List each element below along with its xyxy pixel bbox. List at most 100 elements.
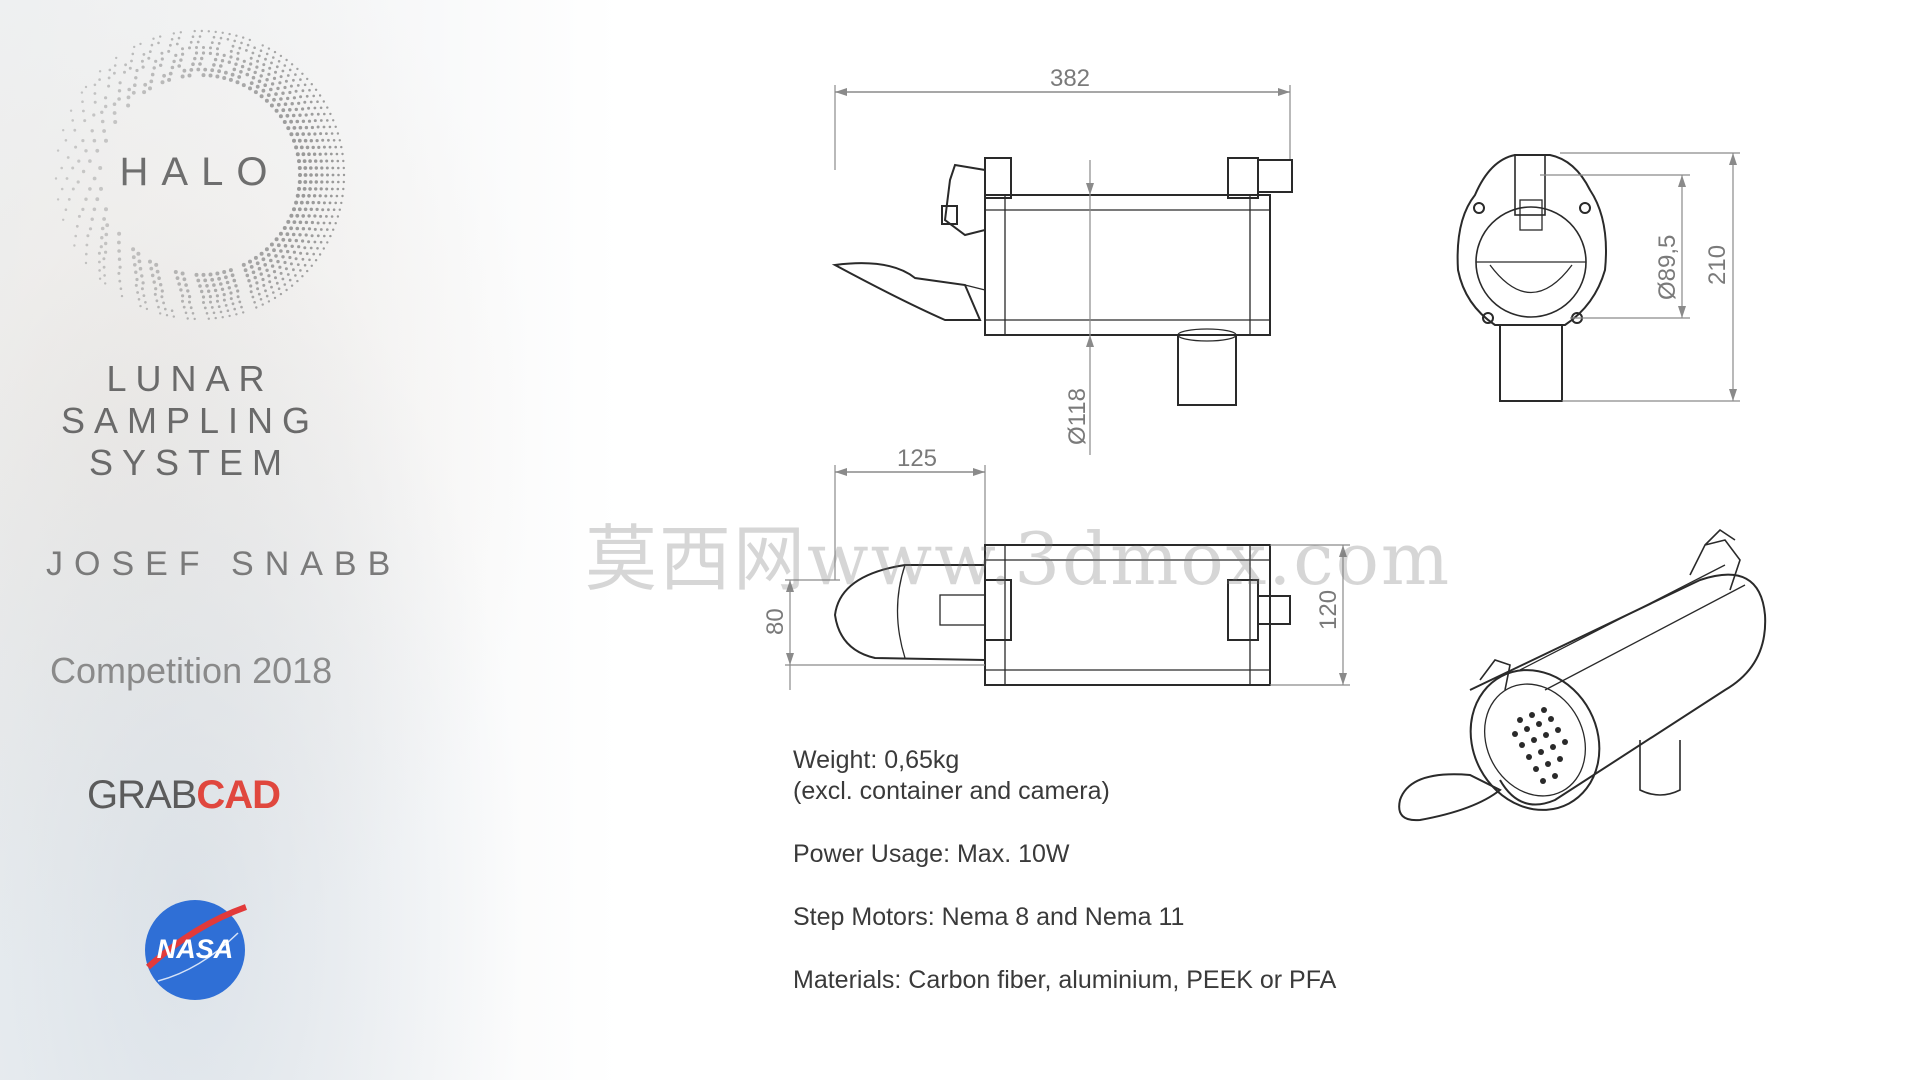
halo-dot bbox=[210, 68, 215, 73]
halo-dot bbox=[286, 74, 290, 77]
halo-dot bbox=[88, 187, 92, 191]
halo-dot bbox=[283, 64, 287, 67]
halo-dot bbox=[234, 62, 238, 66]
halo-dot bbox=[330, 187, 334, 191]
halo-dot bbox=[274, 92, 278, 96]
halo-dot bbox=[342, 187, 345, 191]
halo-dot bbox=[329, 152, 333, 156]
halo-dot bbox=[296, 279, 299, 283]
halo-dot bbox=[237, 75, 242, 79]
halo-dot bbox=[126, 95, 131, 100]
halo-dot bbox=[241, 83, 246, 88]
halo-dot bbox=[285, 288, 288, 292]
halo-dot bbox=[100, 226, 105, 231]
halo-dot bbox=[292, 207, 296, 212]
halo-dot bbox=[274, 70, 277, 74]
halo-dot bbox=[189, 306, 193, 310]
halo-dot bbox=[75, 224, 79, 228]
halo-dot bbox=[296, 67, 299, 71]
halo-dot bbox=[302, 159, 307, 164]
halo-dot bbox=[270, 61, 273, 65]
halo-dot bbox=[253, 70, 257, 75]
halo-dot bbox=[294, 238, 298, 243]
halo-dot bbox=[328, 221, 332, 225]
halo-dot bbox=[134, 283, 138, 287]
halo-dot bbox=[174, 53, 178, 58]
halo-dot bbox=[193, 317, 196, 321]
halo-dot bbox=[92, 207, 97, 212]
halo-dot bbox=[98, 166, 103, 170]
halo-dot bbox=[274, 276, 277, 280]
halo-dot bbox=[278, 231, 283, 236]
halo-dot bbox=[249, 290, 253, 294]
halo-dot bbox=[66, 156, 70, 159]
halo-dot bbox=[198, 35, 202, 38]
halo-dot bbox=[139, 42, 142, 46]
halo-dot bbox=[303, 207, 308, 212]
halo-dot bbox=[115, 56, 118, 60]
halo-dot bbox=[92, 113, 96, 117]
halo-dot bbox=[232, 278, 237, 283]
halo-dot bbox=[278, 81, 282, 85]
halo-dot bbox=[334, 201, 338, 205]
grabcad-logo-cad: CAD bbox=[196, 773, 281, 817]
halo-dot bbox=[338, 139, 341, 142]
halo-dot bbox=[179, 288, 183, 292]
dim-label-80: 80 bbox=[762, 608, 789, 635]
halo-dot bbox=[150, 43, 154, 47]
halo-dot bbox=[219, 282, 223, 286]
halo-dot bbox=[273, 296, 277, 300]
halo-dot bbox=[322, 125, 326, 129]
halo-dot bbox=[71, 187, 75, 191]
halo-dot bbox=[229, 291, 233, 295]
halo-dot bbox=[313, 106, 317, 110]
halo-dot bbox=[295, 226, 300, 231]
halo-dot bbox=[113, 120, 118, 124]
halo-dot bbox=[275, 65, 279, 69]
halo-dot bbox=[102, 265, 106, 269]
dim-label-120: 120 bbox=[1315, 590, 1342, 630]
halo-dot bbox=[93, 83, 97, 87]
halo-dot bbox=[226, 38, 230, 41]
halo-dot bbox=[180, 271, 185, 276]
halo-dot bbox=[294, 200, 299, 205]
halo-dot bbox=[62, 129, 65, 132]
halo-dot bbox=[324, 194, 328, 198]
halo-dot bbox=[310, 112, 314, 116]
halo-dot bbox=[301, 239, 305, 243]
halo-dot bbox=[175, 276, 180, 280]
halo-dot bbox=[98, 70, 102, 73]
halo-dot bbox=[222, 76, 227, 80]
halo-dot bbox=[215, 74, 220, 79]
halo-dot bbox=[104, 250, 108, 254]
nasa-logo-swoosh bbox=[146, 904, 247, 970]
halo-dot bbox=[336, 187, 340, 191]
halo-dot bbox=[102, 257, 106, 261]
halo-dot bbox=[117, 271, 121, 275]
halo-dot bbox=[309, 207, 313, 211]
halo-dot bbox=[160, 80, 165, 85]
halo-dot bbox=[227, 286, 231, 290]
halo-dot bbox=[207, 289, 211, 293]
halo-dot bbox=[281, 277, 285, 281]
halo-dot bbox=[341, 194, 344, 198]
halo-dot bbox=[294, 73, 297, 76]
halo-dot bbox=[295, 152, 300, 157]
spec-materials: Materials: Carbon fiber, aluminium, PEEK… bbox=[793, 966, 1337, 994]
halo-dot bbox=[251, 270, 256, 275]
halo-dot bbox=[312, 94, 316, 98]
halo-dot bbox=[322, 221, 326, 225]
halo-dot bbox=[274, 108, 279, 113]
halo-dot bbox=[241, 262, 246, 267]
halo-dot bbox=[203, 306, 207, 310]
halo-dot bbox=[164, 307, 167, 311]
halo-dot bbox=[134, 270, 138, 274]
halo-dot bbox=[60, 187, 64, 191]
halo-dot bbox=[294, 257, 298, 261]
halo-dot bbox=[191, 35, 195, 38]
halo-dot bbox=[179, 31, 182, 34]
halo-dot bbox=[167, 49, 171, 53]
halo-dot bbox=[314, 173, 319, 177]
halo-dot bbox=[335, 194, 339, 198]
end-view-container bbox=[1499, 324, 1563, 402]
